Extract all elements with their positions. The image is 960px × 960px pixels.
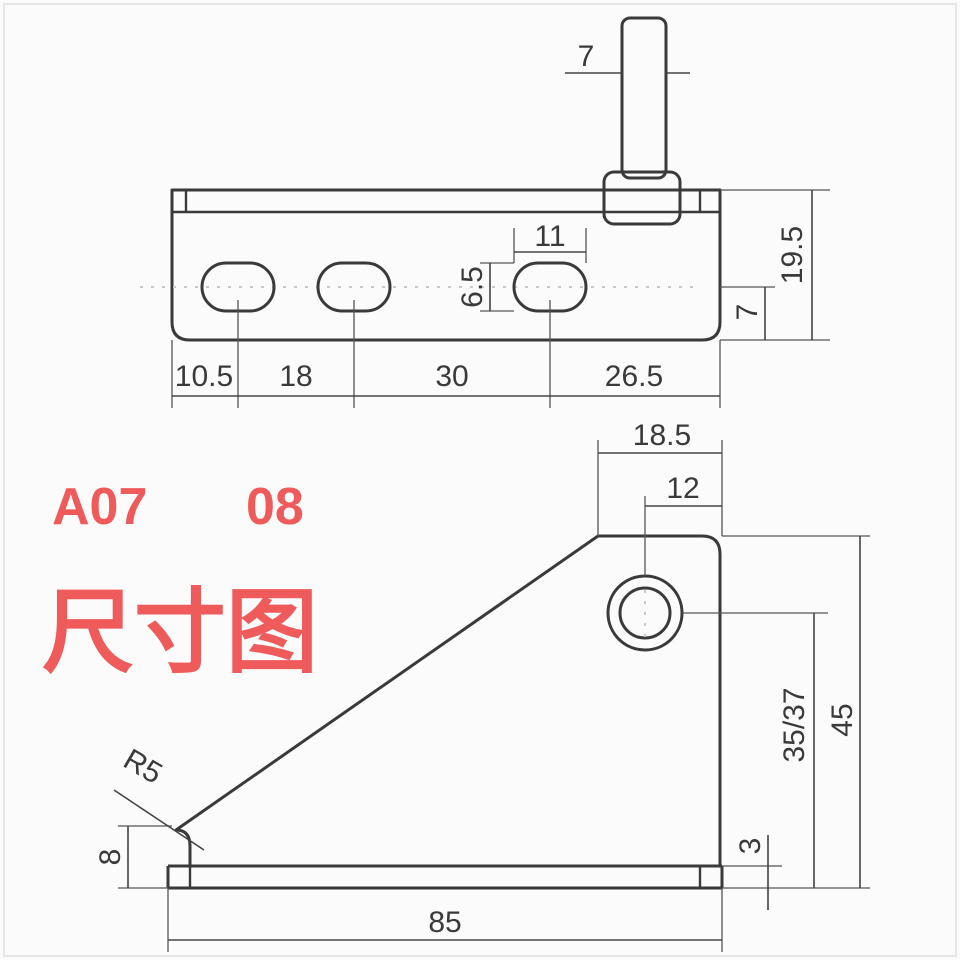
pin-collar	[602, 170, 682, 226]
edge-to-slot1-label: 10.5	[175, 360, 233, 393]
base-length-label: 85	[428, 906, 461, 939]
pin-diameter-label: 7	[578, 40, 595, 73]
radius-leader	[113, 789, 205, 851]
slot-height-label: 6.5	[456, 266, 489, 308]
hole-offset-label: 12	[666, 472, 699, 505]
top-width-label: 18.5	[633, 419, 691, 452]
slot-center-height-label: 7	[731, 304, 764, 321]
hinge-hole-inner	[618, 586, 672, 640]
height-total-side-label: 45	[826, 703, 859, 736]
hole-height-label: 35/37	[778, 687, 811, 762]
slot1-to-slot2-label: 18	[279, 360, 312, 393]
height-total-label: 19.5	[776, 226, 809, 284]
hinge-pin	[620, 16, 668, 180]
slot2-to-slot3-label: 30	[435, 360, 468, 393]
corner-height-label: 8	[94, 849, 127, 866]
side-view: 18.5 12 35/37 45 3 8 R5 85	[94, 419, 870, 952]
model-code-a: A07	[52, 478, 147, 536]
slot3-to-edge-label: 26.5	[605, 360, 663, 393]
drawing-caption: 尺寸图	[42, 582, 318, 684]
title-block: A07 08 尺寸图	[42, 478, 318, 684]
top-plate-outline	[170, 188, 722, 342]
model-code-b: 08	[246, 478, 304, 536]
page-frame	[3, 3, 957, 957]
flange-thickness-label: 3	[734, 838, 767, 855]
slot-width-label: 11	[534, 220, 565, 253]
top-view: 7 11 6.5 19.5 7 10.5 18 30 26.5	[140, 16, 830, 408]
